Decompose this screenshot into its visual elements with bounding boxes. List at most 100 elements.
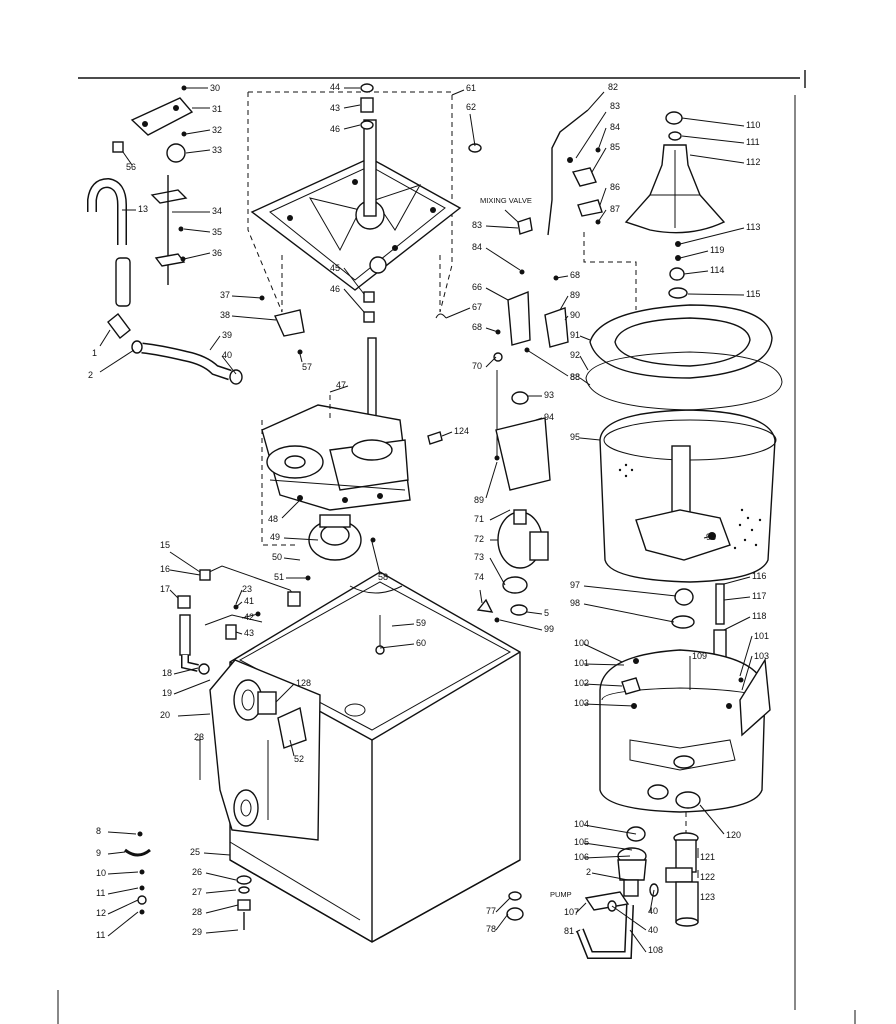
callout-leader: [173, 679, 211, 695]
callout-number: 47: [336, 380, 346, 390]
spin-tub-95: [599, 409, 777, 583]
callout-leader: [241, 613, 259, 619]
callout-leader: [583, 663, 625, 666]
callout-number: 84: [610, 122, 620, 132]
callout-leader: [169, 589, 179, 599]
callout-leader: [591, 147, 607, 173]
callout-leader: [205, 889, 237, 894]
callout-leader: [299, 353, 303, 363]
callout-number: 34: [212, 206, 222, 216]
callout-leader: [183, 228, 211, 233]
callout-number: 85: [610, 142, 620, 152]
callout-leader: [597, 127, 607, 151]
callout-leader: [681, 135, 745, 144]
callout-number: 98: [570, 598, 580, 608]
callout-leader: [555, 275, 569, 279]
callout-leader: [485, 327, 499, 333]
callout-leader: [343, 104, 361, 109]
callout-number: 89: [474, 495, 484, 505]
callout-number: 115: [746, 289, 760, 299]
callout-leader: [231, 315, 277, 321]
callout-leader: [723, 576, 751, 585]
wiring-harness: [177, 565, 301, 675]
callout-number: 117: [752, 591, 766, 601]
callout-leader: [371, 541, 381, 575]
callout-number: 122: [700, 872, 715, 882]
callout-number: 68: [472, 322, 482, 332]
callout-leader: [649, 889, 655, 913]
callout-leader: [185, 149, 211, 154]
callout-leader: [221, 355, 237, 375]
callout-leader: [575, 111, 607, 159]
callout-number: 83: [472, 220, 482, 230]
callout-leader: [122, 151, 133, 166]
callout-number: 78: [486, 924, 496, 934]
callout-number: 123: [700, 892, 715, 902]
callout-number: 94: [544, 412, 554, 422]
callout-number: 67: [472, 302, 482, 312]
callout-number: 1: [92, 348, 97, 358]
callout-number: 84: [472, 242, 482, 252]
callout-leader: [343, 267, 365, 295]
callout-number: 40: [648, 925, 658, 935]
dashed-guide: [583, 232, 637, 310]
callout-leader: [205, 904, 239, 914]
callout-number: 109: [692, 651, 707, 661]
callout-number: 11: [96, 930, 105, 940]
callout-leader: [177, 713, 211, 717]
callout-leader: [209, 335, 221, 351]
callout-number: 103: [574, 698, 589, 708]
callout-number: 121: [700, 852, 715, 862]
callout-leader: [231, 295, 263, 299]
callout-leader: [379, 643, 415, 649]
callout-leader: [169, 569, 201, 576]
callout-number: 2: [88, 370, 93, 380]
callout-number: 101: [754, 631, 769, 641]
callout-leader: [343, 288, 365, 313]
callout-number: 56: [126, 162, 136, 172]
callout-number: 17: [160, 584, 170, 594]
callout-leader: [289, 739, 295, 757]
callout-leader: [683, 270, 709, 275]
fill-tube-82: [547, 109, 603, 236]
callout-number: 104: [574, 819, 589, 829]
callout-number: 107: [564, 907, 579, 917]
callout-number: 59: [416, 618, 426, 628]
callout-number: 46: [330, 124, 340, 134]
callout-leader: [485, 356, 497, 368]
callout-number: 23: [194, 732, 204, 742]
callout-leader: [723, 596, 751, 601]
callout-leader: [485, 247, 521, 271]
callout-number: 19: [162, 688, 172, 698]
callout-leader: [107, 831, 137, 835]
callout-number: 88: [570, 372, 580, 382]
bracket-38: [259, 295, 305, 355]
callout-leader: [183, 252, 211, 260]
callout-leader: [173, 667, 199, 675]
callout-number: 100: [574, 638, 589, 648]
callout-number: 66: [472, 282, 482, 292]
callout-number: 77: [486, 906, 496, 916]
callout-leader: [169, 551, 201, 573]
callout-leader: [99, 329, 111, 347]
outer-tub-100: [599, 649, 771, 813]
callout-number: 103: [754, 651, 769, 661]
dashed-box-61: [247, 91, 453, 313]
drive-platform: [250, 83, 482, 323]
callout-leader: [445, 307, 471, 319]
callout-number: 124: [454, 426, 469, 436]
callout-leader: [583, 643, 623, 663]
callout-leader: [579, 335, 591, 341]
callout-number: 30: [210, 83, 220, 93]
foot-77-78: [506, 891, 524, 921]
callout-leader: [283, 557, 301, 561]
callout-number: 45: [330, 263, 340, 273]
callout-leader: [583, 603, 675, 623]
callout-number: 41: [244, 596, 254, 606]
hose-13: [87, 177, 131, 307]
callout-number: 49: [270, 532, 280, 542]
callout-number: 44: [330, 82, 340, 92]
callout-number: 92: [570, 350, 580, 360]
callout-number: 116: [752, 571, 766, 581]
callout-number: 37: [220, 290, 230, 300]
